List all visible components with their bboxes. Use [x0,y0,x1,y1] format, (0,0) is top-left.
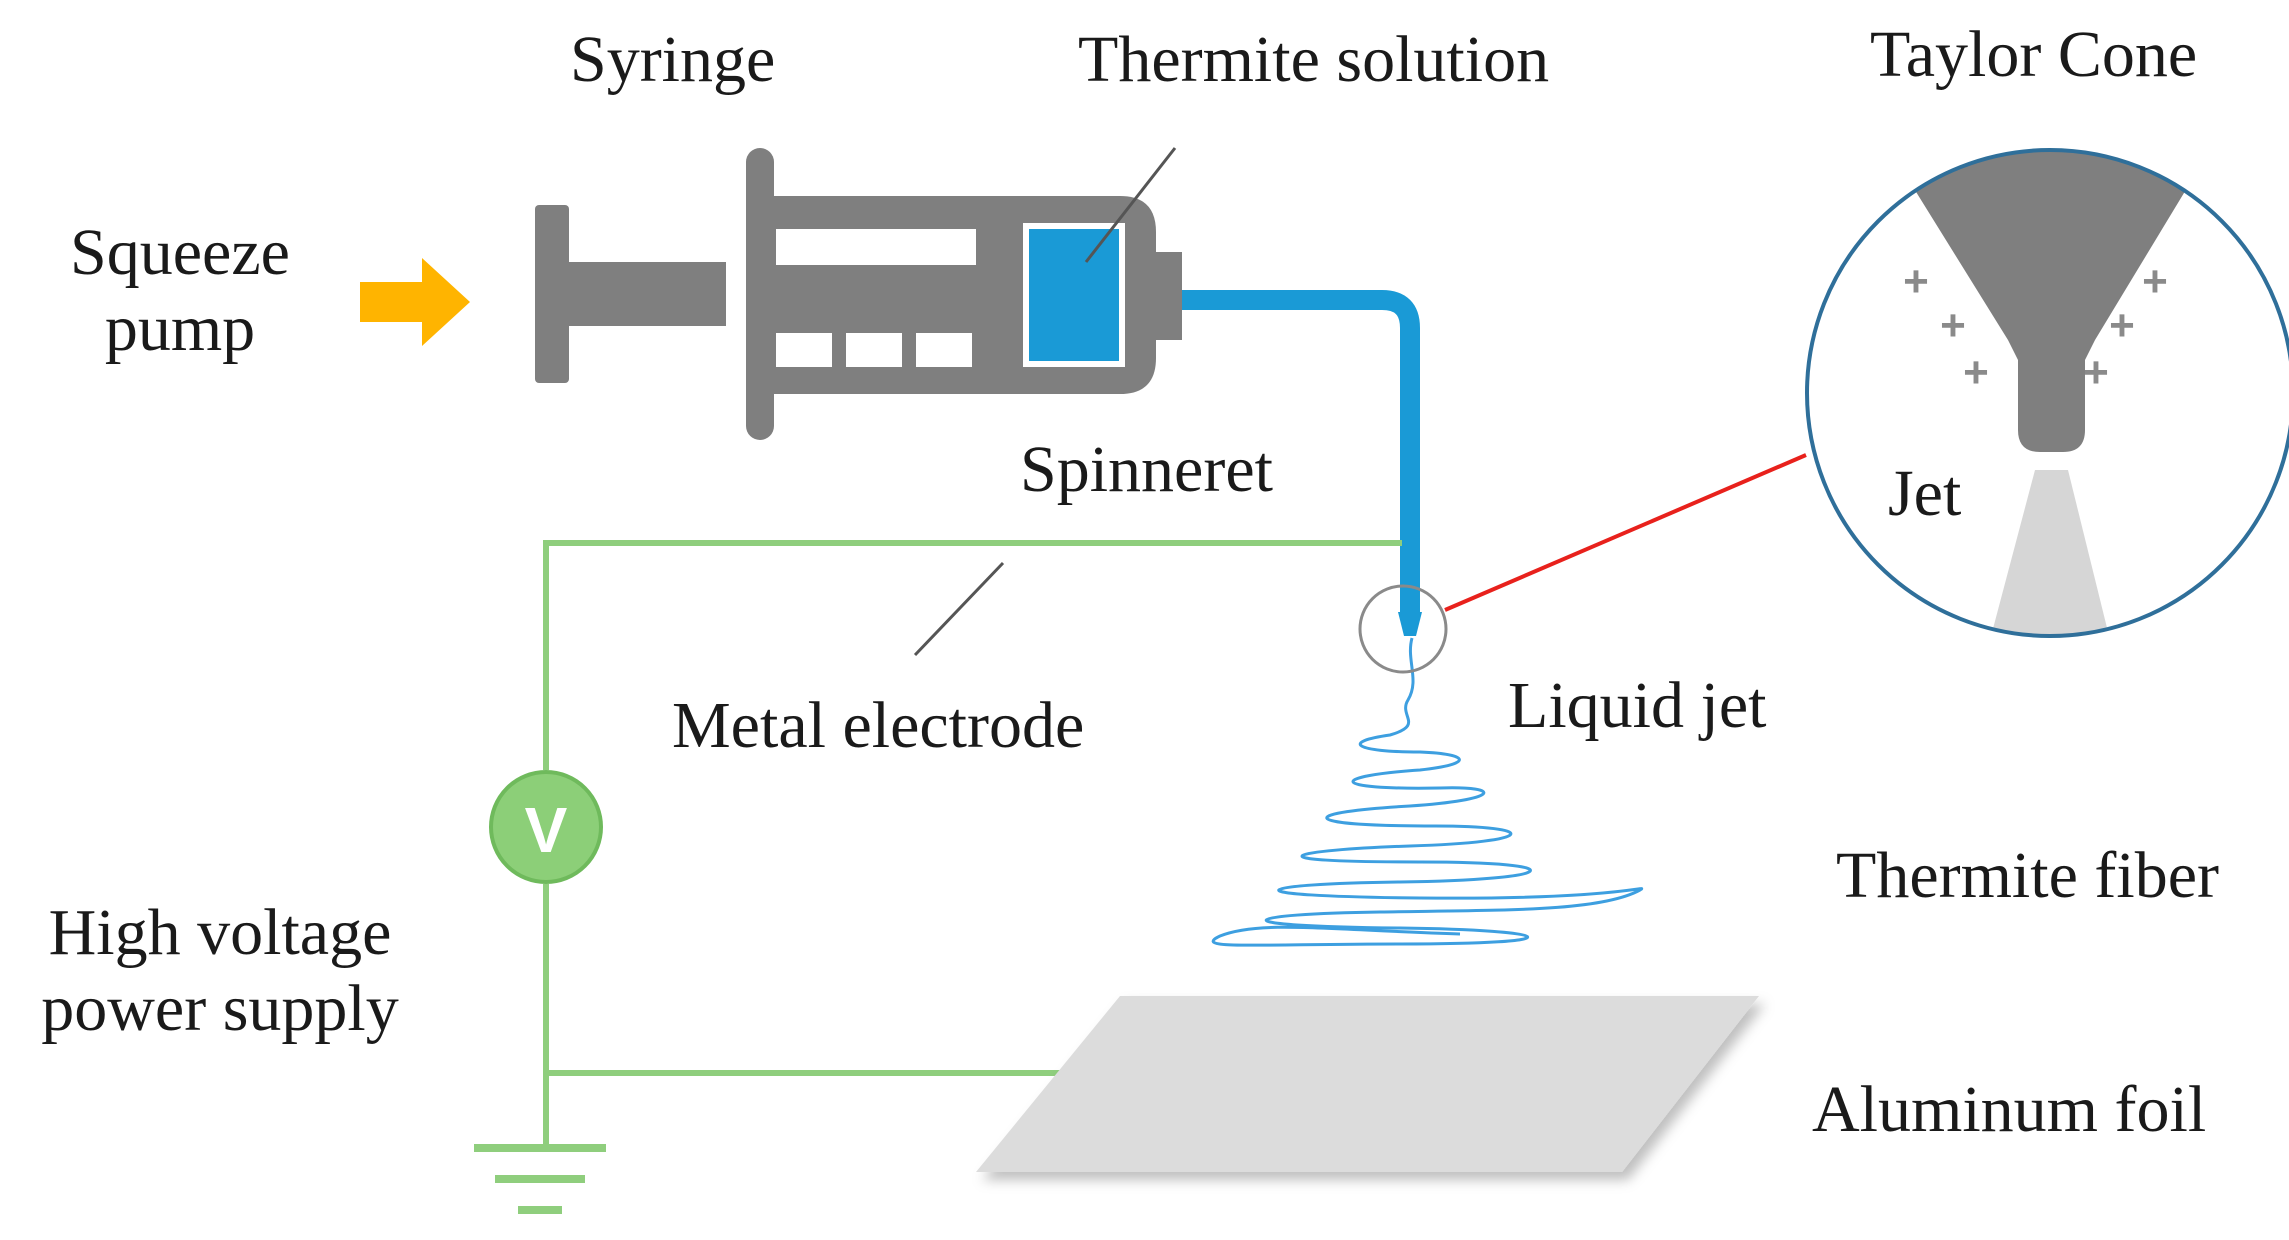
voltmeter-icon [489,770,603,884]
barrel-window-long [776,229,976,265]
jet-label: Jet [1888,457,1962,530]
liquid-jet-label: Liquid jet [1508,669,1767,742]
charge-plus-6: + [2083,348,2109,397]
squeeze-pump-line1: Squeeze [70,216,290,289]
light-jet-spray [1990,470,2110,636]
plunger-rod [569,262,726,326]
voltmeter-symbol: V [525,794,568,866]
metal-electrode-label: Metal electrode [672,689,1085,762]
syringe [535,148,1182,440]
taylor-cone-inset: + + + + + + [1805,148,2289,638]
taylor-cone-shape [1890,150,2210,452]
nozzle-callout-circle [1358,584,1448,674]
plunger-handle [535,205,569,383]
metal-electrode-leader [913,561,1005,657]
taylor-cone-label: Taylor Cone [1870,18,2198,91]
thermite-solution-leader [1084,147,1177,263]
high-voltage-line2: power supply [41,971,399,1045]
aluminum-foil-label: Aluminum foil [1812,1073,2207,1146]
high-voltage-label: High voltage power supply [5,895,435,1047]
squeeze-pump-line2: pump [104,291,256,365]
syringe-label: Syringe [570,23,776,96]
barrel-window-3 [916,333,972,367]
thermite-solution-label: Thermite solution [1078,23,1550,96]
high-voltage-line1: High voltage [48,896,392,969]
thermite-solution-chamber [1023,223,1125,367]
charge-plus-3: + [1963,348,1989,397]
barrel-window-2 [846,333,902,367]
syringe-tip [1156,252,1182,340]
circuit-wires [543,540,1402,1148]
spinneret-label: Spinneret [1020,433,1273,506]
ground-symbol-icon [474,1144,606,1214]
spinneret-nozzle [1398,612,1422,636]
barrel-window-1 [776,333,832,367]
inset-border [1805,148,2289,638]
barrel-flange [746,148,774,440]
squeeze-arrow-icon [360,258,470,346]
callout-red-line [1444,453,1807,612]
charge-plus-2: + [1940,301,1966,350]
squeeze-pump-label: Squeeze pump [55,215,305,367]
top-wire [543,540,1402,770]
charge-plus-4: + [2142,257,2168,306]
spinneret-tube [1182,290,1420,615]
charge-plus-1: + [1903,257,1929,306]
thermite-fiber-label: Thermite fiber [1836,839,2219,912]
charge-plus-5: + [2109,301,2135,350]
thermite-fiber-coil [1211,637,1644,947]
aluminum-foil [976,996,1759,1172]
